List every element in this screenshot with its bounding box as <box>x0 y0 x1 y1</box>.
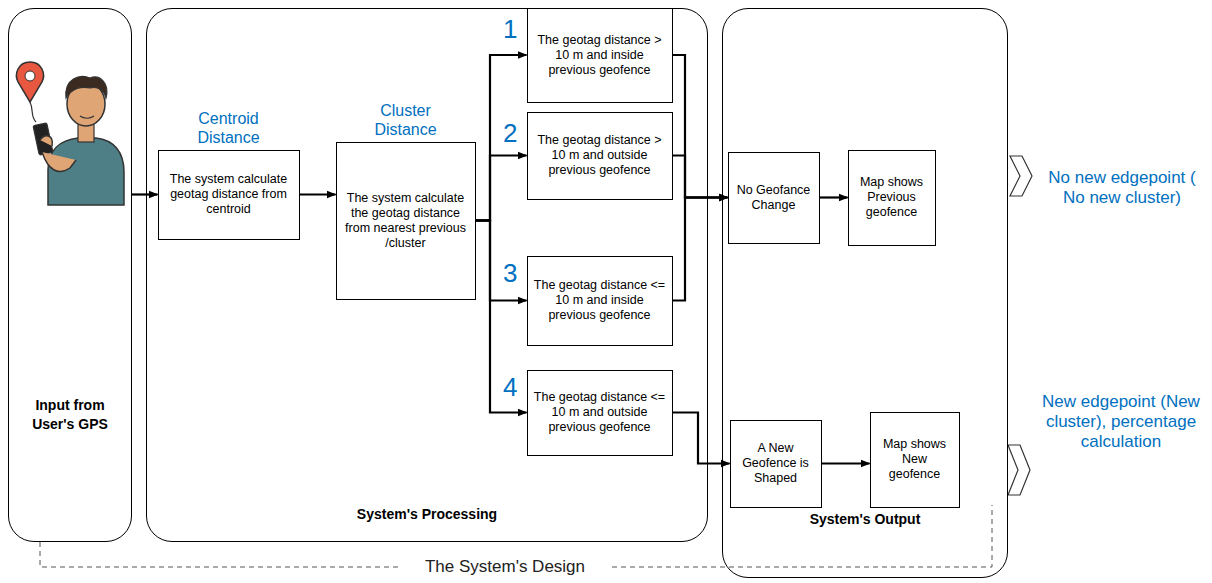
box-heading: Cluster Distance <box>351 101 461 139</box>
flow-arrow <box>476 221 527 301</box>
user-illustration <box>17 62 125 205</box>
box-text: Map shows Previous geofence <box>855 175 929 220</box>
design-caption: The System's Design <box>400 557 610 577</box>
flow-arrow <box>476 156 527 221</box>
flow-arrow <box>673 55 728 198</box>
box-text: A New Geofence is Shaped <box>737 441 815 486</box>
panel-title: System's Processing <box>147 506 707 523</box>
flow-arrow <box>476 55 527 221</box>
box-text: The geotag distance <= 10 m and outside … <box>534 390 666 435</box>
flow-arrow <box>476 221 527 413</box>
callout-number: 1 <box>503 14 525 45</box>
output-note: No new edgepoint ( No new cluster) <box>1036 168 1208 208</box>
output-note: New edgepoint (New cluster), percentage … <box>1034 392 1208 452</box>
box-text: No Geofance Change <box>735 183 813 213</box>
flow-arrow <box>673 198 728 301</box>
box-heading: Centroid Distance <box>174 109 284 147</box>
condition-box: The geotag distance > 10 m and outside p… <box>527 112 673 200</box>
processing-panel: System's ProcessingCentroid DistanceThe … <box>146 8 708 542</box>
map-box: Map shows Previous geofence <box>848 150 936 246</box>
callout-number: 2 <box>503 118 525 149</box>
result-box: No Geofance Change <box>728 152 820 244</box>
condition-box: The geotag distance <= 10 m and outside … <box>527 370 673 456</box>
process-box: Cluster DistanceThe system calculate the… <box>336 142 476 300</box>
box-text: The geotag distance <= 10 m and inside p… <box>534 278 666 323</box>
process-box: Centroid DistanceThe system calculate ge… <box>158 150 300 240</box>
panel-title: Input from User's GPS <box>19 396 121 434</box>
output-chevron <box>1010 156 1032 196</box>
callout-number: 3 <box>503 258 525 289</box>
condition-box: The geotag distance <= 10 m and inside p… <box>527 256 673 346</box>
flow-arrow <box>673 413 730 464</box>
box-text: Map shows New geofence <box>877 437 953 482</box>
flow-arrow <box>822 462 870 464</box>
flow-arrow <box>300 193 336 195</box>
box-text: The system calculate the geotag distance… <box>343 191 469 251</box>
result-box: A New Geofence is Shaped <box>730 420 822 508</box>
panel-title: System's Output <box>723 511 1007 528</box>
map-box: Map shows New geofence <box>870 412 960 508</box>
flow-arrow <box>820 196 848 198</box>
callout-number: 4 <box>503 372 525 403</box>
output-chevron <box>1008 445 1030 495</box>
box-text: The geotag distance > 10 m and outside p… <box>534 133 666 178</box>
flow-arrow <box>673 156 728 198</box>
box-text: The geotag distance > 10 m and inside pr… <box>534 33 666 78</box>
box-text: The system calculate geotag distance fro… <box>165 172 293 217</box>
output-panel: System's OutputNo Geofance ChangeMap sho… <box>722 8 1008 578</box>
flow-arrow <box>132 193 158 195</box>
input-panel: Input from User's GPS <box>8 8 132 542</box>
condition-box: The geotag distance > 10 m and inside pr… <box>527 8 673 103</box>
